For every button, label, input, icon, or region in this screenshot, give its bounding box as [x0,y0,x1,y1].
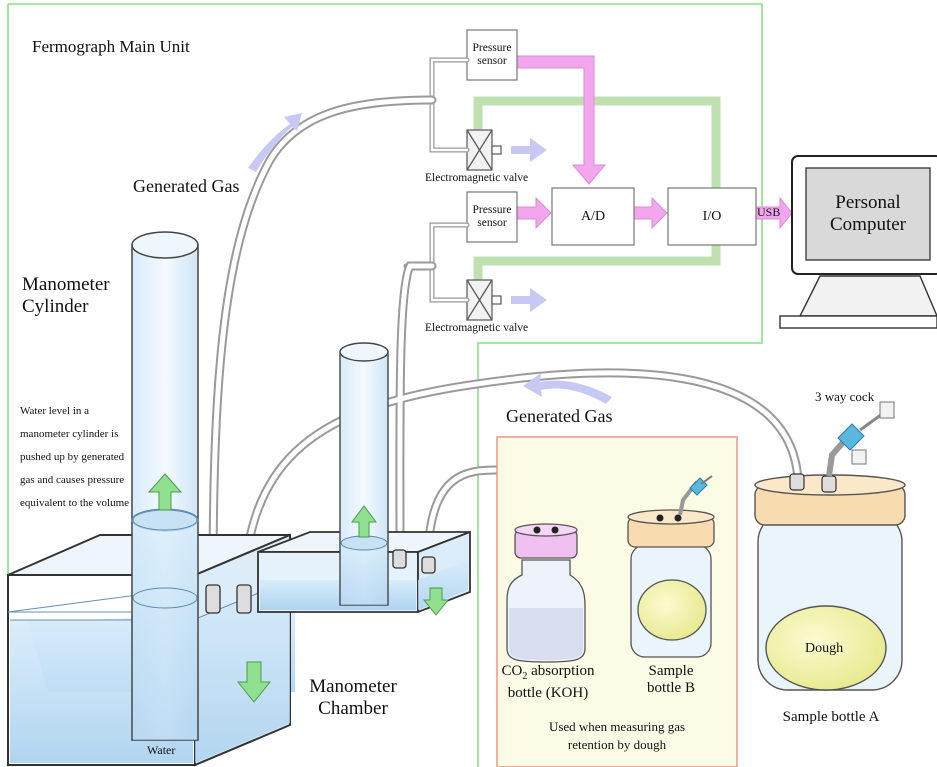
sample-bottle-a [754,401,906,691]
sample-b-line2: bottle B [647,680,695,696]
generated-gas-label-2: Generated Gas [506,406,613,426]
retention-line1: Used when measuring gas [548,719,686,734]
valves [466,129,502,321]
io-label: I/O [702,208,722,224]
ad-converter-label: A/D [580,208,606,224]
computer-label: Personal Computer [830,192,906,235]
generated-gas-label-1: Generated Gas [133,176,240,196]
retention-note: Used when measuring gas retention by dou… [497,718,737,754]
dough-label: Dough [805,641,844,656]
sample-bottle-b [627,475,715,658]
valve-1-label: Electromagnetic valve [425,172,529,184]
three-way-cock-label: 3 way cock [815,389,875,404]
co2-prefix: CO [501,663,523,679]
co2-line2: bottle (KOH) [507,685,589,701]
level-arrows [147,473,450,703]
generated-gas-arrows [248,113,612,404]
sample-bottle-a-label: Sample bottle A [782,709,880,725]
water-level-note: Water level in a manometer cylinder is p… [20,405,130,509]
sample-b-line1: Sample [648,663,694,679]
co2-rest: absorption [527,663,595,679]
pressure-sensor-2-label: Pressure sensor [472,204,512,229]
main-unit-label: Fermograph Main Unit [32,37,190,56]
co2-bottle-label: CO2 absorption bottle (KOH) [500,663,596,702]
retention-line2: retention by dough [567,737,667,752]
tube-stubs [205,549,436,614]
signal-boxes [466,29,757,246]
valve-2-label: Electromagnetic valve [425,322,529,334]
usb-label: USB [757,205,781,219]
sample-bottle-b-label: Sample bottle B [628,663,714,697]
pressure-sensor-1-label: Pressure sensor [472,42,512,67]
co2-subscript: 2 [522,671,528,682]
small-manometer-cylinder [339,342,389,606]
co2-bottle [506,523,586,663]
pink-signal-arrows [516,55,793,230]
manometer-chamber-label: Manometer Chamber [309,676,397,719]
manometer-cylinder-label: Manometer Cylinder [22,274,110,317]
personal-computer [779,155,937,329]
water-label: Water [147,743,176,757]
valve-exhaust-arrows [511,138,547,312]
